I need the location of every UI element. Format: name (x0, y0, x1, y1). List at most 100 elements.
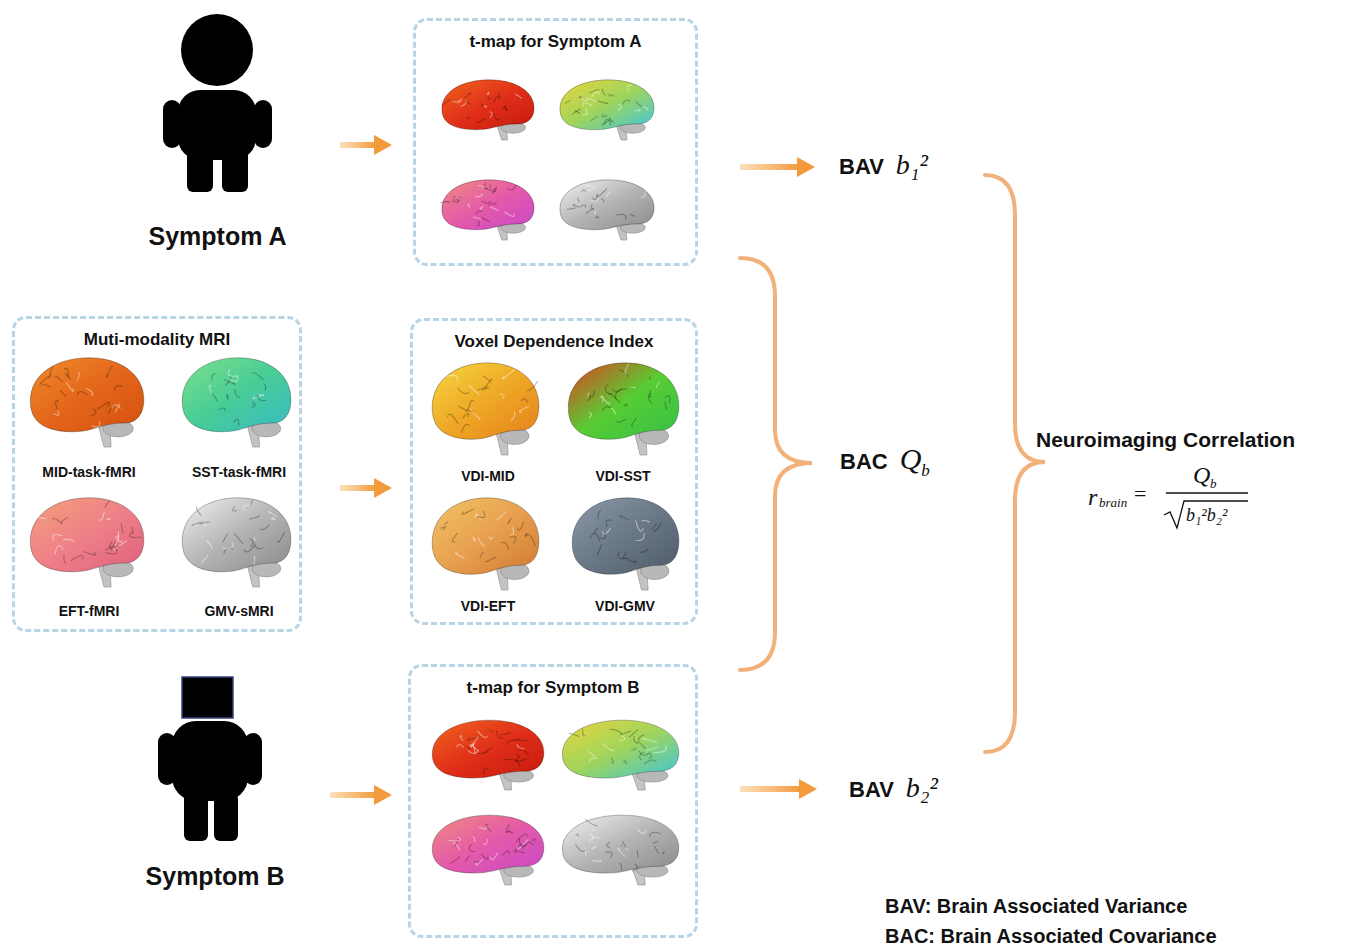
arrow-shaft (740, 786, 801, 792)
brain-gyrus (493, 113, 499, 120)
brain-gyrus (500, 732, 510, 735)
brain-gyrus (515, 851, 525, 853)
modality-caption: VDI-SST (595, 468, 650, 484)
brain-gyrus (665, 396, 670, 404)
brain-illustration (560, 80, 654, 140)
brain-gyrus (635, 109, 640, 111)
brain-gyrus (87, 389, 93, 396)
math-symbol: Q (900, 442, 922, 475)
brain-gyrus (643, 106, 648, 110)
brain-gyrus (114, 386, 122, 390)
brain-gyrus (641, 549, 648, 552)
brain-gyrus (611, 408, 615, 414)
brain-gyrus (479, 826, 486, 829)
brain-gyrus (525, 534, 535, 545)
brain-gyrus (107, 518, 110, 519)
brain-gyrus (235, 534, 243, 544)
brain-gyrus (656, 382, 659, 388)
brain-gyrus (458, 388, 469, 394)
brain-gyrus (628, 85, 632, 90)
modality-caption: MID-task-fMRI (42, 464, 135, 480)
brain-gyrus (590, 758, 595, 762)
brain-gyrus (480, 207, 483, 210)
brain-gyrus (92, 421, 100, 427)
brain-gyrus (644, 760, 656, 764)
brain-gyrus (623, 100, 630, 104)
brain-illustration (442, 80, 534, 140)
brain-gyrus (66, 383, 73, 392)
brain-gyrus (620, 516, 628, 520)
brain-gyrus (253, 373, 263, 380)
brain-gyrus (606, 520, 611, 526)
brain-gyrus (638, 830, 647, 834)
brain-gyrus (592, 194, 597, 200)
brain-gyrus (462, 424, 470, 432)
bav-term: BAVb₁² (835, 147, 932, 183)
brain-gyrus (649, 753, 652, 759)
brain-illustration (441, 180, 534, 240)
brain-illustration (182, 498, 291, 587)
symptom-person: Symptom B (120, 665, 310, 900)
brain-gyrus (511, 412, 515, 421)
brain-gyrus (442, 99, 450, 105)
brain-gyrus (460, 736, 463, 741)
brain-gyrus (105, 501, 109, 507)
cerebrum (30, 358, 143, 432)
brain-gyrus (622, 846, 628, 849)
brain-gyrus (484, 768, 488, 773)
brain-illustration (568, 363, 679, 455)
brain-gyrus (606, 852, 612, 857)
brain-gyrus (228, 370, 238, 376)
cerebrum (442, 80, 534, 130)
brain-gyrus (469, 400, 474, 409)
brain-gyrus (55, 546, 63, 554)
brain-gyrus (642, 521, 649, 522)
modality-caption: VDI-GMV (595, 598, 655, 614)
brain-gyrus (502, 370, 514, 379)
brain-gyrus (517, 744, 524, 749)
person-arm (163, 100, 181, 148)
person-torso (178, 90, 256, 160)
brain-gyrus (98, 402, 109, 408)
brain-gyrus (473, 217, 480, 219)
brain-gyrus (478, 386, 486, 390)
brain-gyrus (60, 391, 66, 397)
brain-gyrus (453, 197, 461, 198)
brain-gyrus (40, 376, 50, 385)
brain-gyrus (56, 401, 59, 409)
brain-gyrus (63, 539, 74, 541)
brain-gyrus (522, 842, 533, 848)
brain-gyrus (264, 384, 266, 390)
brain-gyrus (465, 93, 470, 98)
brain-gyrus (653, 841, 658, 843)
brain-gyrus (473, 537, 475, 541)
brain-gyrus (445, 522, 448, 524)
brain-gyrus (503, 107, 506, 110)
brain-gyrus (490, 853, 497, 860)
brain-gyrus (620, 863, 622, 870)
brain-gyrus (619, 736, 625, 741)
brain-gyrus (592, 830, 595, 832)
brain-gyrus (226, 376, 231, 385)
brain-gyrus (594, 210, 595, 214)
brain-gyrus (511, 527, 514, 535)
brain-gyrus (483, 839, 487, 844)
brain-gyrus (628, 560, 637, 562)
brain-gyrus (223, 533, 228, 542)
brain-gyrus (55, 376, 62, 381)
brain-gyrus (106, 548, 117, 554)
brain-gyrus (609, 94, 614, 96)
curly-brace (740, 258, 812, 670)
brain-gyrus (621, 731, 631, 735)
brain-gyrus (469, 845, 475, 852)
brain-gyrus (455, 553, 464, 558)
brain-gyrus (643, 739, 657, 743)
brain-gyrus (505, 212, 514, 216)
brain-gyrus (639, 735, 644, 740)
brain-illustration (182, 358, 291, 447)
brain-gyrus (514, 845, 522, 851)
brain-gyrus (634, 737, 638, 744)
person-arm (158, 733, 176, 785)
brain-gyrus (77, 373, 79, 381)
